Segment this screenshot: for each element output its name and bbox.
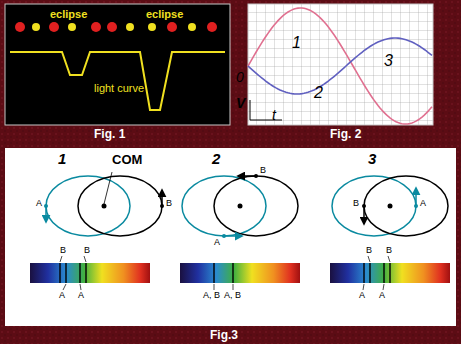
curve-number: 2 — [314, 84, 323, 102]
line-label: A — [379, 291, 385, 301]
axis-label: V — [236, 96, 245, 111]
line-label: A, B — [203, 291, 220, 301]
star-label: B — [166, 199, 172, 209]
line-label: B — [60, 246, 66, 256]
star-label: B — [353, 199, 359, 209]
axis-label: t — [272, 108, 276, 123]
line-label: A — [359, 291, 365, 301]
line-label: B — [386, 246, 392, 256]
diagram-number: 1 — [58, 151, 66, 168]
star-label: A — [420, 199, 426, 209]
star-label: B — [260, 166, 266, 176]
figure-caption: Fig. 1 — [94, 128, 125, 141]
line-label: A — [59, 291, 65, 301]
line-label: A — [78, 291, 84, 301]
com-label: COM — [112, 153, 142, 167]
diagram-number: 2 — [212, 151, 220, 168]
line-label: B — [366, 246, 372, 256]
curve-number: 1 — [292, 34, 301, 52]
eclipse-label: eclipse — [146, 8, 183, 20]
figure-caption: Fig.3 — [210, 329, 238, 342]
curve-number: 3 — [384, 52, 393, 70]
diagram-number: 3 — [368, 151, 376, 168]
eclipse-label: eclipse — [50, 8, 87, 20]
figure-caption: Fig. 2 — [330, 128, 361, 141]
star-label: A — [214, 238, 220, 248]
axis-origin: 0 — [236, 70, 244, 85]
line-label: B — [84, 246, 90, 256]
curve-label: light curve — [94, 82, 144, 94]
line-label: A, B — [224, 291, 241, 301]
star-label: A — [36, 199, 42, 209]
